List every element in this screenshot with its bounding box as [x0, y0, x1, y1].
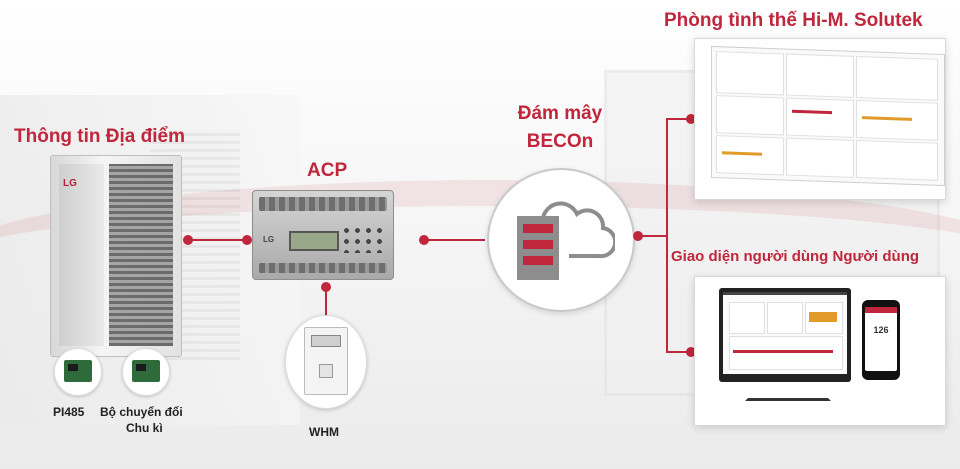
situation-room-title: Phòng tình thế Hi-M. Solutek: [664, 10, 923, 31]
monitor-stand: [745, 382, 831, 401]
pi485-board-icon: [54, 348, 102, 396]
connector-dot: [242, 235, 252, 245]
cloud-label-line2: BECOn: [526, 131, 594, 152]
cloud-server-icon: [517, 201, 615, 280]
phone-value: 126: [873, 325, 889, 335]
outdoor-unit-coil: [109, 164, 173, 346]
connector-dot: [633, 231, 643, 241]
acp-display: [289, 231, 339, 251]
connector-dot: [183, 235, 193, 245]
connector-odu-acp: [188, 239, 246, 241]
site-info-label: Thông tin Địa điểm: [14, 126, 185, 147]
connector-dot: [321, 282, 331, 292]
connector-branch-vertical: [666, 118, 668, 353]
connector-acp-whm: [325, 288, 327, 318]
acp-brand: LG: [263, 235, 275, 244]
user-interface-label: Giao diện người dùng Người dùng: [671, 248, 920, 265]
monitor-icon: [719, 288, 851, 382]
cycle-converter-label-line1: Bộ chuyển đổi: [100, 405, 183, 419]
acp-label: ACP: [307, 160, 348, 181]
cycle-converter-label-line2: Chu kì: [126, 421, 163, 435]
connector-dot: [419, 235, 429, 245]
cycle-converter-board-icon: [122, 348, 170, 396]
connector-cloud-branch: [640, 235, 666, 237]
connector-to-situation-room: [666, 118, 690, 120]
whm-meter-icon: [304, 327, 348, 395]
connector-dot: [686, 347, 696, 357]
connector-acp-cloud: [425, 239, 485, 241]
pi485-label: PI485: [53, 405, 85, 419]
acp-buttons: [341, 225, 385, 253]
connector-dot: [686, 114, 696, 124]
smartphone-icon: 126: [862, 300, 900, 380]
outdoor-unit-icon: LG: [50, 155, 182, 357]
acp-controller-icon: LG: [252, 190, 394, 280]
cloud-server-background: [487, 168, 635, 312]
connector-to-user-interface: [666, 351, 690, 353]
whm-label: WHM: [309, 425, 339, 439]
outdoor-unit-panel: [59, 164, 104, 346]
dashboard-screen-icon: [711, 45, 945, 187]
cloud-label-line1: Đám mây: [517, 103, 603, 124]
outdoor-unit-brand: LG: [63, 178, 77, 189]
